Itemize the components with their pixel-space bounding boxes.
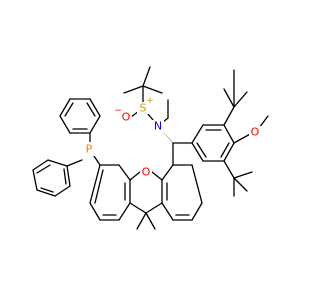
bond [66,159,83,167]
bond [40,187,54,193]
bond [233,177,248,192]
bond [36,189,56,197]
bond [118,164,131,181]
oxygen-charge-label: − [114,106,122,116]
bond [36,164,51,174]
bond [118,202,131,221]
bond [136,212,147,230]
bond [223,160,235,179]
bond [54,185,71,197]
bond [161,202,174,221]
bond [89,115,101,134]
bonds [32,66,269,230]
bond [89,164,101,204]
molecule-structure: P S + O − N O O [32,66,269,230]
bond [196,142,207,158]
nitrogen-atom-label: N [154,120,162,133]
bond [63,168,67,185]
bond [89,202,101,221]
bond [66,165,71,187]
bond [142,66,151,87]
bond [129,202,147,214]
bond [191,164,203,204]
bond [145,202,163,214]
bond [94,169,104,204]
bond [233,171,253,179]
bond [233,91,248,108]
bond [151,171,163,181]
bond [145,212,156,230]
bond [191,124,204,144]
bond [89,98,101,117]
sulfur-atom-label: S [140,102,147,115]
bond [47,159,68,167]
bond [32,169,38,191]
bond [129,171,141,181]
bond [59,98,71,117]
bond [223,124,235,144]
methoxy-oxygen-label: O [251,126,260,139]
bond [32,159,49,171]
atom-labels: P S + O − N O O [82,96,261,179]
bond [191,202,203,221]
bond [161,164,174,181]
xanthene-oxygen-label: O [142,166,151,179]
bond [223,88,235,108]
bond [59,115,71,134]
bond [142,85,163,94]
bond [191,142,204,162]
bond [223,142,235,162]
bond [64,102,74,117]
sulfinyl-oxygen-label: O [122,111,131,124]
bond [86,102,96,117]
bond [223,106,235,126]
bond [123,85,144,94]
phosphorus-atom-label: P [86,143,93,156]
sulfur-charge-label: + [146,96,154,106]
bond [220,142,230,158]
